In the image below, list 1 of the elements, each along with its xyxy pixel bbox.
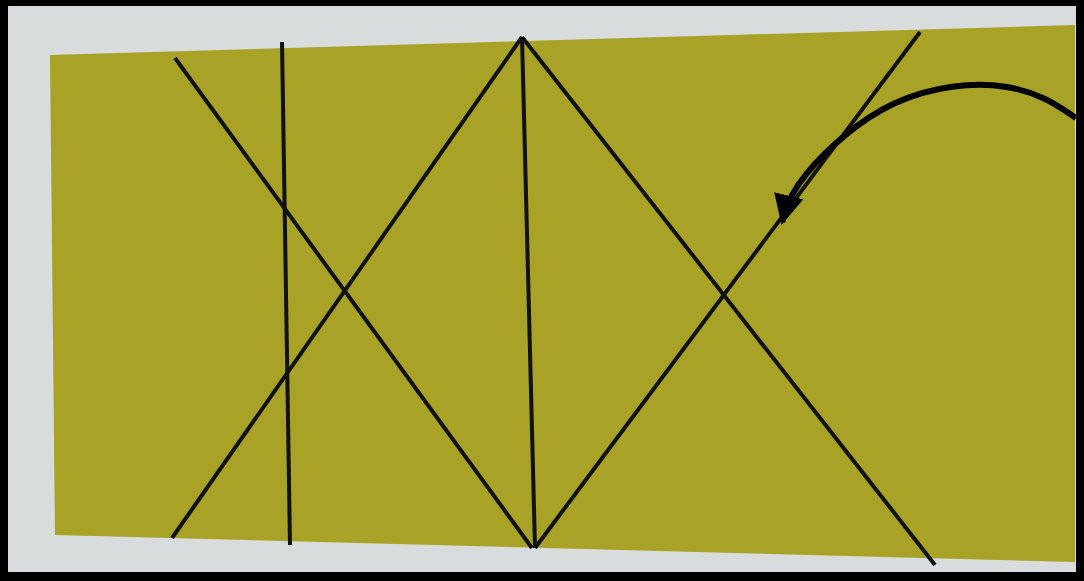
curved-arrow (774, 81, 1078, 225)
